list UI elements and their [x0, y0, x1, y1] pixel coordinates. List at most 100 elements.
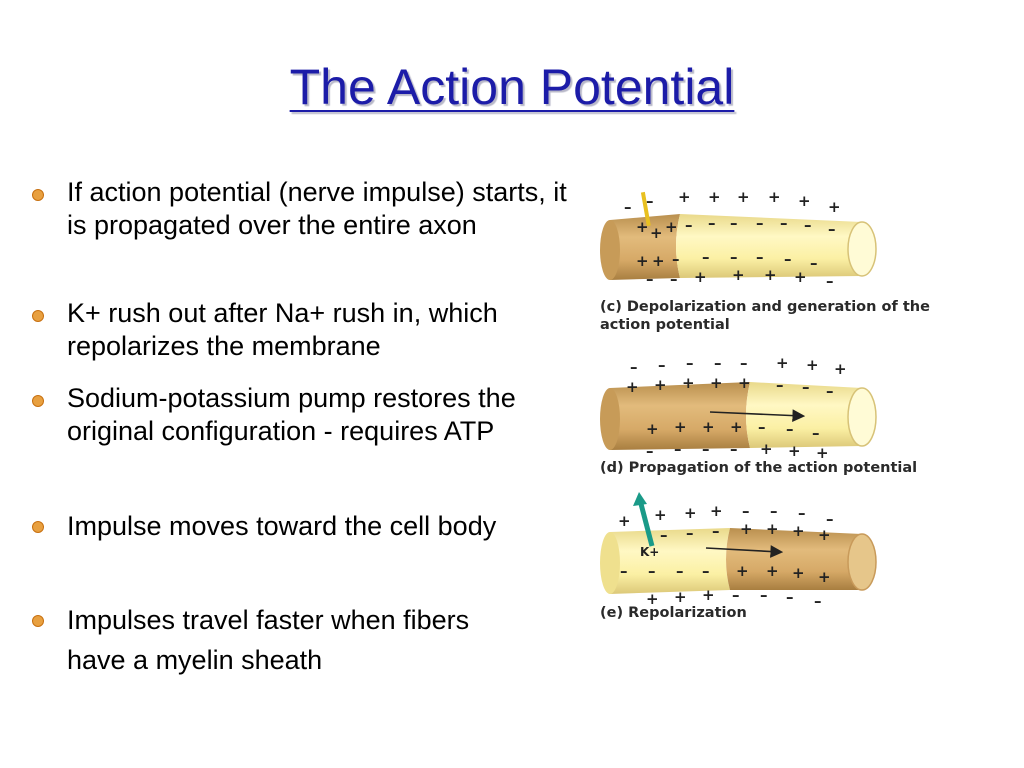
svg-text:–: –: [760, 586, 768, 604]
svg-text:–: –: [756, 214, 764, 232]
svg-text:+: +: [684, 504, 697, 522]
svg-text:+: +: [654, 376, 667, 394]
bullet-text: If action potential (nerve impulse) star…: [67, 177, 567, 240]
svg-text:–: –: [802, 378, 810, 396]
bullet-text: Impulse moves toward the cell body: [67, 511, 497, 541]
svg-text:+: +: [792, 564, 805, 582]
bullet-dot-icon: [32, 521, 44, 533]
svg-text:–: –: [826, 382, 834, 400]
svg-text:+: +: [792, 522, 805, 540]
bullet-item: If action potential (nerve impulse) star…: [28, 176, 573, 242]
svg-text:–: –: [702, 562, 710, 580]
svg-text:–: –: [784, 250, 792, 268]
svg-text:+: +: [636, 252, 649, 270]
svg-text:+: +: [764, 266, 777, 284]
svg-text:–: –: [712, 522, 720, 540]
bullet-text: Sodium-potassium pump restores the origi…: [67, 383, 516, 446]
svg-text:+: +: [816, 444, 829, 462]
svg-text:+: +: [708, 188, 721, 206]
svg-text:–: –: [672, 250, 680, 268]
svg-text:–: –: [624, 198, 632, 216]
svg-text:–: –: [648, 562, 656, 580]
bullet-dot-icon: [32, 189, 44, 201]
svg-text:+: +: [654, 506, 667, 524]
bullet-item: K+ rush out after Na+ rush in, which rep…: [28, 297, 573, 363]
panel-depolarization: ––+ +++ ++ +++ ––– –––– ++– ––– –– ––+ +…: [600, 188, 877, 290]
svg-text:+: +: [674, 418, 687, 436]
svg-text:+: +: [828, 198, 841, 216]
svg-text:–: –: [810, 254, 818, 272]
svg-text:+: +: [702, 586, 715, 604]
svg-text:+: +: [682, 374, 695, 392]
svg-text:–: –: [826, 272, 834, 290]
svg-text:+: +: [798, 192, 811, 210]
svg-text:+: +: [738, 374, 751, 392]
svg-text:–: –: [658, 356, 666, 374]
svg-text:–: –: [714, 354, 722, 372]
svg-text:+: +: [818, 526, 831, 544]
svg-text:–: –: [812, 424, 820, 442]
svg-text:–: –: [732, 586, 740, 604]
bullet-item: Impulses travel faster when fibers have …: [28, 600, 503, 680]
svg-text:+: +: [646, 590, 659, 608]
svg-text:–: –: [730, 248, 738, 266]
svg-text:–: –: [740, 354, 748, 372]
svg-text:+: +: [732, 266, 745, 284]
svg-text:–: –: [758, 418, 766, 436]
svg-text:–: –: [786, 588, 794, 606]
bullet-dot-icon: [32, 395, 44, 407]
svg-text:+: +: [665, 218, 678, 236]
svg-text:–: –: [730, 440, 738, 458]
figure-caption-e: (e) Repolarization: [600, 605, 747, 621]
svg-text:+: +: [794, 268, 807, 286]
svg-text:–: –: [686, 354, 694, 372]
svg-text:–: –: [646, 192, 654, 210]
bullet-text: K+ rush out after Na+ rush in, which rep…: [67, 298, 498, 361]
svg-text:–: –: [676, 562, 684, 580]
svg-text:–: –: [828, 220, 836, 238]
svg-text:–: –: [674, 440, 682, 458]
svg-text:–: –: [756, 248, 764, 266]
bullet-text: Impulses travel faster when fibers have …: [67, 605, 470, 675]
svg-text:+: +: [776, 354, 789, 372]
svg-text:–: –: [826, 510, 834, 528]
svg-text:+: +: [652, 252, 665, 270]
svg-text:+: +: [626, 378, 639, 396]
svg-text:+: +: [694, 268, 707, 286]
svg-text:–: –: [708, 214, 716, 232]
svg-text:–: –: [780, 214, 788, 232]
bullet-dot-icon: [32, 615, 44, 627]
svg-text:–: –: [814, 592, 822, 610]
svg-text:+: +: [766, 562, 779, 580]
svg-text:–: –: [620, 562, 628, 580]
figure-caption-d: (d) Propagation of the action potential: [600, 460, 918, 476]
svg-text:–: –: [702, 248, 710, 266]
svg-text:+: +: [834, 360, 847, 378]
svg-text:–: –: [646, 442, 654, 460]
bullet-item: Sodium-potassium pump restores the origi…: [28, 382, 573, 448]
svg-text:–: –: [685, 216, 693, 234]
svg-text:–: –: [742, 502, 750, 520]
bullet-dot-icon: [32, 310, 44, 322]
svg-text:–: –: [798, 504, 806, 522]
svg-text:+: +: [737, 188, 750, 206]
svg-text:+: +: [766, 520, 779, 538]
svg-text:–: –: [770, 502, 778, 520]
panel-repolarization: +++ +–– –– ––– ++++ –––– ++++ K+ +++ –––…: [600, 492, 877, 610]
svg-text:–: –: [670, 270, 678, 288]
bullet-item: Impulse moves toward the cell body: [28, 506, 528, 546]
svg-text:+: +: [818, 568, 831, 586]
svg-text:+: +: [768, 188, 781, 206]
slide-title: The Action Potential: [289, 59, 735, 115]
axon-figure: ––+ +++ ++ +++ ––– –––– ++– ––– –– ––+ +…: [600, 188, 877, 610]
svg-text:+: +: [646, 420, 659, 438]
svg-text:+: +: [710, 374, 723, 392]
svg-text:+: +: [702, 418, 715, 436]
ion-label: K+: [640, 545, 659, 559]
svg-text:–: –: [776, 376, 784, 394]
svg-text:+: +: [760, 440, 773, 458]
svg-text:+: +: [650, 224, 663, 242]
svg-text:–: –: [646, 270, 654, 288]
svg-text:+: +: [788, 442, 801, 460]
svg-text:+: +: [674, 588, 687, 606]
